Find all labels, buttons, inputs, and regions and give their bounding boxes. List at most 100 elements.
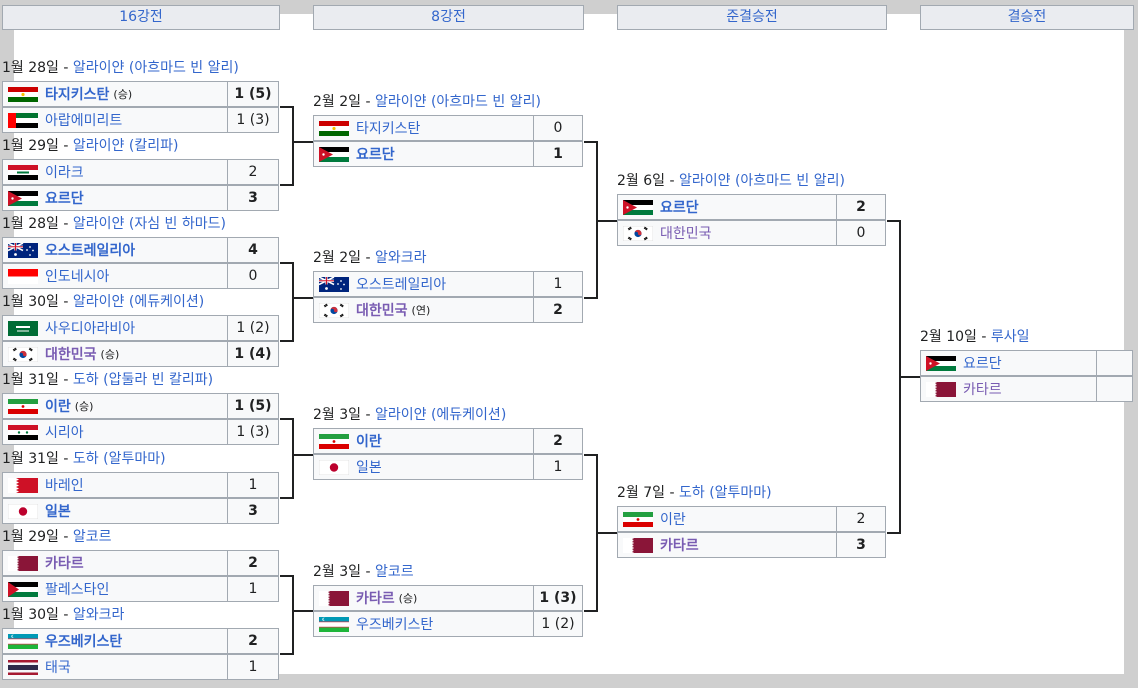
team-name-link[interactable]: 인도네시아 — [45, 269, 110, 285]
team-name-link[interactable]: 카타르 — [963, 382, 1002, 398]
match-venue-link[interactable]: 알라이얀 (아흐마드 빈 알리) — [678, 173, 845, 189]
match-separator: - — [665, 173, 679, 189]
match-venue-link[interactable]: 알코르 — [72, 529, 112, 545]
team-row: 대한민국(연) — [313, 297, 534, 323]
qatar-flag-icon — [319, 590, 349, 606]
match-header: 2월 2일 - 알와크라 — [313, 248, 427, 268]
match-separator: - — [58, 60, 73, 76]
round-header-sf: 준결승전 — [617, 5, 887, 30]
team-name-link[interactable]: 일본 — [45, 504, 71, 520]
iran-flag-icon — [319, 433, 349, 449]
team-name-link[interactable]: 타지키스탄 — [45, 87, 110, 103]
team-score: 1 — [227, 576, 279, 602]
team-score: 0 — [227, 263, 279, 289]
team-name-link[interactable]: 대한민국 — [45, 347, 97, 363]
team-name-link[interactable]: 오스트레일리아 — [356, 277, 447, 293]
team-name-link[interactable]: 팔레스타인 — [45, 582, 110, 598]
team-score: 1 (2) — [533, 611, 583, 637]
match-venue-link[interactable]: 알라이얀 (칼리파) — [72, 138, 179, 154]
team-name-link[interactable]: 요르단 — [356, 147, 395, 163]
iran-flag-icon — [8, 398, 38, 414]
tajikistan-flag-icon — [319, 120, 349, 136]
match-venue-link[interactable]: 알코르 — [374, 564, 414, 580]
bracket-connector — [280, 340, 293, 342]
match-venue-link[interactable]: 알라이얀 (아흐마드 빈 알리) — [72, 60, 239, 76]
team-row: 카타르 — [617, 532, 837, 558]
match-header: 1월 28일 - 알라이얀 (자심 빈 하마드) — [2, 214, 226, 234]
bracket-connector — [292, 575, 294, 655]
team-score: 1 — [533, 271, 583, 297]
match-venue-link[interactable]: 알라이얀 (아흐마드 빈 알리) — [374, 94, 541, 110]
team-score: 3 — [836, 532, 886, 558]
team-name-link[interactable]: 카타르 — [356, 591, 395, 607]
uae-flag-icon — [8, 112, 38, 128]
match-venue-link[interactable]: 알라이얀 (에듀케이션) — [374, 407, 507, 423]
match-header: 1월 29일 - 알라이얀 (칼리파) — [2, 136, 178, 156]
bracket-connector — [887, 220, 900, 222]
team-name-link[interactable]: 아랍에미리트 — [45, 113, 123, 129]
result-note: (승) — [398, 592, 418, 605]
team-score: 2 — [227, 159, 279, 185]
team-score: 1 (4) — [227, 341, 279, 367]
bracket-connector — [292, 141, 313, 143]
team-name-link[interactable]: 이란 — [660, 512, 686, 528]
match-separator: - — [58, 294, 73, 310]
team-name-link[interactable]: 우즈베키스탄 — [45, 634, 123, 650]
round-header-r16: 16강전 — [2, 5, 280, 30]
match-date: 2월 3일 — [313, 407, 362, 423]
match-header: 1월 28일 - 알라이얀 (아흐마드 빈 알리) — [2, 58, 239, 78]
team-name-link[interactable]: 시리아 — [45, 425, 84, 441]
match-date: 1월 28일 — [2, 60, 59, 76]
team-name-link[interactable]: 타지키스탄 — [356, 121, 421, 137]
team-name-link[interactable]: 우즈베키스탄 — [356, 617, 434, 633]
match-separator: - — [361, 407, 375, 423]
syria-flag-icon — [8, 424, 38, 440]
match-date: 2월 3일 — [313, 564, 362, 580]
team-row: 요르단 — [617, 194, 837, 220]
match-venue-link[interactable]: 도하 (압둘라 빈 칼리파) — [72, 372, 214, 388]
team-row: 이라크 — [2, 159, 228, 185]
bracket-connector — [292, 297, 313, 299]
match-venue-link[interactable]: 알와크라 — [374, 250, 427, 266]
team-name-link[interactable]: 카타르 — [660, 538, 699, 554]
team-name-link[interactable]: 카타르 — [45, 556, 84, 572]
result-note: (승) — [74, 400, 94, 413]
team-name-link[interactable]: 이라크 — [45, 165, 84, 181]
bracket-connector — [584, 141, 597, 143]
bracket-connector — [596, 532, 617, 534]
match-date: 1월 28일 — [2, 216, 59, 232]
match-header: 1월 31일 - 도하 (압둘라 빈 칼리파) — [2, 370, 213, 390]
match-separator: - — [361, 250, 375, 266]
team-name-link[interactable]: 대한민국 — [660, 226, 712, 242]
jordan-flag-icon — [319, 146, 349, 162]
thailand-flag-icon — [8, 659, 38, 675]
team-row: 이란 — [617, 506, 837, 532]
round-header-final: 결승전 — [920, 5, 1134, 30]
team-row: 요르단 — [313, 141, 534, 167]
match-venue-link[interactable]: 도하 (알투마마) — [678, 485, 772, 501]
match-header: 2월 3일 - 알라이얀 (에듀케이션) — [313, 405, 506, 425]
match-date: 2월 7일 — [617, 485, 666, 501]
match-venue-link[interactable]: 도하 (알투마마) — [72, 451, 166, 467]
team-name-link[interactable]: 오스트레일리아 — [45, 243, 136, 259]
palestine-flag-icon — [8, 581, 38, 597]
bracket-connector — [292, 262, 294, 342]
match-venue-link[interactable]: 알라이얀 (에듀케이션) — [72, 294, 205, 310]
team-name-link[interactable]: 대한민국 — [356, 303, 408, 319]
korea-flag-icon — [8, 346, 38, 362]
team-score — [1096, 350, 1133, 376]
match-venue-link[interactable]: 알라이얀 (자심 빈 하마드) — [72, 216, 226, 232]
team-name-link[interactable]: 태국 — [45, 660, 71, 676]
team-row: 인도네시아 — [2, 263, 228, 289]
team-name-link[interactable]: 이란 — [356, 434, 382, 450]
team-name-link[interactable]: 이란 — [45, 399, 71, 415]
team-name-link[interactable]: 요르단 — [45, 191, 84, 207]
team-name-link[interactable]: 일본 — [356, 460, 382, 476]
match-venue-link[interactable]: 루사일 — [990, 329, 1030, 345]
team-score: 1 (3) — [533, 585, 583, 611]
team-name-link[interactable]: 사우디아라비아 — [45, 321, 136, 337]
match-venue-link[interactable]: 알와크라 — [72, 607, 125, 623]
team-name-link[interactable]: 요르단 — [660, 200, 699, 216]
team-name-link[interactable]: 바레인 — [45, 478, 84, 494]
team-name-link[interactable]: 요르단 — [963, 356, 1002, 372]
